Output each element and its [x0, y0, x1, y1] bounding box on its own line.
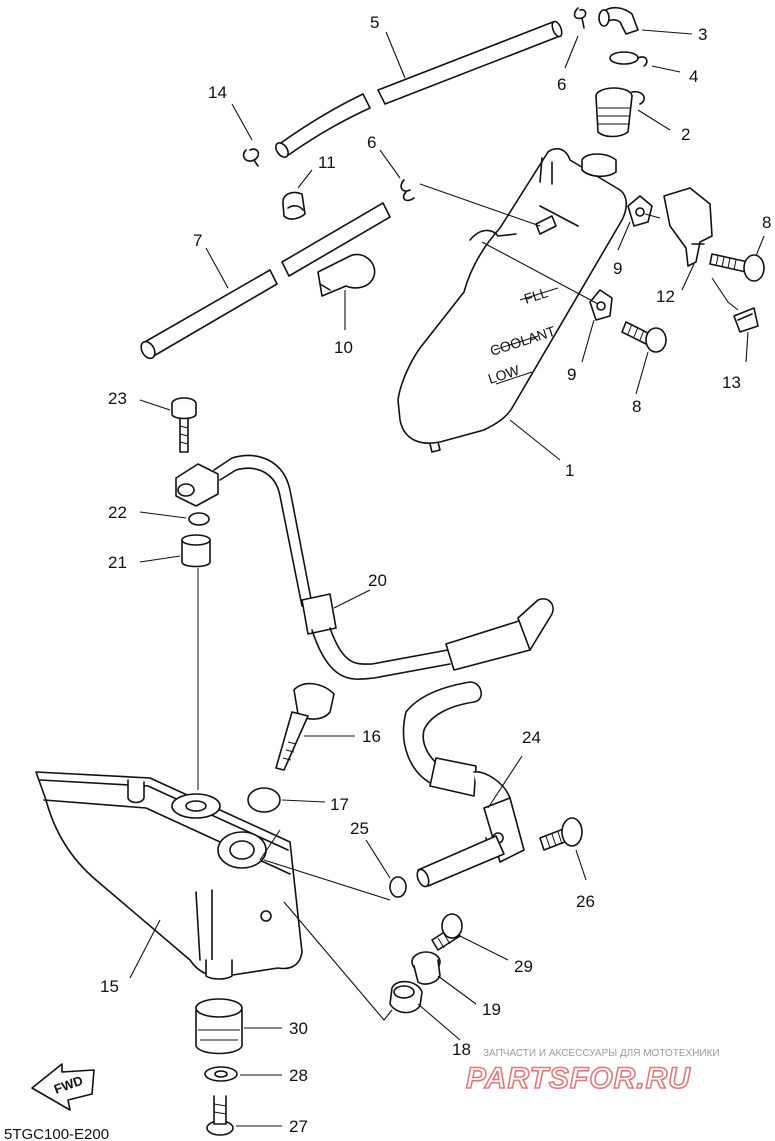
callout-24: 24 — [522, 728, 541, 747]
collar-21 — [181, 534, 211, 568]
callout-13: 13 — [722, 373, 741, 392]
callout-4: 4 — [689, 67, 698, 86]
hose-clamp-11 — [282, 191, 306, 220]
hose-clip-4 — [609, 51, 648, 67]
bolt-8-upper — [709, 253, 765, 282]
hose-5 — [377, 20, 563, 105]
washer-28 — [204, 1066, 238, 1082]
callout-2: 2 — [681, 125, 690, 144]
dipstick-16 — [275, 682, 335, 771]
callout-19: 19 — [482, 1000, 501, 1019]
watermark-tagline: ЗАПЧАСТИ И АКСЕССУАРЫ ДЛЯ МОТОТЕХНИКИ — [483, 1048, 720, 1059]
callout-1: 1 — [565, 461, 574, 480]
callout-9-upper: 9 — [613, 259, 622, 278]
reservoir-cap-2 — [595, 87, 645, 138]
callout-10: 10 — [334, 338, 353, 357]
callout-22: 22 — [108, 503, 127, 522]
callout-9-lower: 9 — [567, 365, 576, 384]
o-ring-22 — [188, 512, 210, 526]
hose-clip-6-middle — [400, 179, 415, 202]
callout-18: 18 — [452, 1040, 471, 1059]
callout-7: 7 — [193, 231, 202, 250]
callout-3: 3 — [698, 25, 707, 44]
hose-clamp-10 — [317, 253, 376, 297]
clip-13 — [733, 307, 759, 333]
breather-pipe-20 — [213, 454, 554, 680]
callout-5: 5 — [370, 13, 379, 32]
callout-8-lower: 8 — [632, 397, 641, 416]
callout-27: 27 — [289, 1117, 308, 1136]
damper-30 — [195, 998, 243, 1055]
watermark-brand: PARTSFOR.RU — [466, 1062, 691, 1095]
collar-19 — [411, 951, 441, 985]
callout-20: 20 — [368, 571, 387, 590]
washer-9-upper — [627, 195, 653, 227]
o-ring-25 — [389, 876, 407, 898]
callout-16: 16 — [362, 727, 381, 746]
coolant-reservoir-1: FLL COOLANT LOW — [397, 147, 628, 453]
callout-6-top: 6 — [557, 75, 566, 94]
callout-11: 11 — [318, 153, 336, 172]
callout-29: 29 — [514, 957, 533, 976]
bracket-12 — [663, 187, 713, 267]
callout-12: 12 — [656, 287, 675, 306]
callout-25: 25 — [350, 819, 369, 838]
callout-26: 26 — [576, 892, 595, 911]
bolt-27 — [206, 1095, 234, 1136]
pipe-fitting-bracket — [175, 463, 219, 507]
hose-clip-14 — [242, 148, 260, 167]
damper-18 — [389, 980, 423, 1014]
callout-28: 28 — [289, 1066, 308, 1085]
bolt-26 — [539, 817, 583, 851]
bolt-8-lower — [621, 321, 667, 353]
reservoir-full-mark: FLL — [522, 284, 550, 307]
callout-21: 21 — [108, 553, 127, 572]
callout-30: 30 — [289, 1019, 308, 1038]
bolt-23 — [171, 397, 197, 453]
callout-23: 23 — [108, 389, 127, 408]
o-ring-17 — [247, 787, 281, 813]
fwd-arrow-icon: FWD — [31, 1063, 95, 1111]
callout-15: 15 — [100, 977, 119, 996]
callout-14: 14 — [208, 83, 227, 102]
hose-14 — [275, 93, 371, 158]
callout-17: 17 — [330, 795, 349, 814]
oil-tank-15 — [35, 771, 303, 980]
washer-9-lower — [589, 289, 613, 321]
bolt-29 — [431, 913, 463, 951]
callout-6-middle: 6 — [367, 133, 376, 152]
diagram-code: 5TGC100-E200 — [4, 1126, 109, 1141]
oil-hose-24 — [402, 681, 525, 888]
hose-clip-6-top — [573, 7, 587, 29]
hose-7 — [140, 202, 391, 360]
hose-3 — [598, 6, 639, 35]
callout-8-upper: 8 — [762, 213, 771, 232]
